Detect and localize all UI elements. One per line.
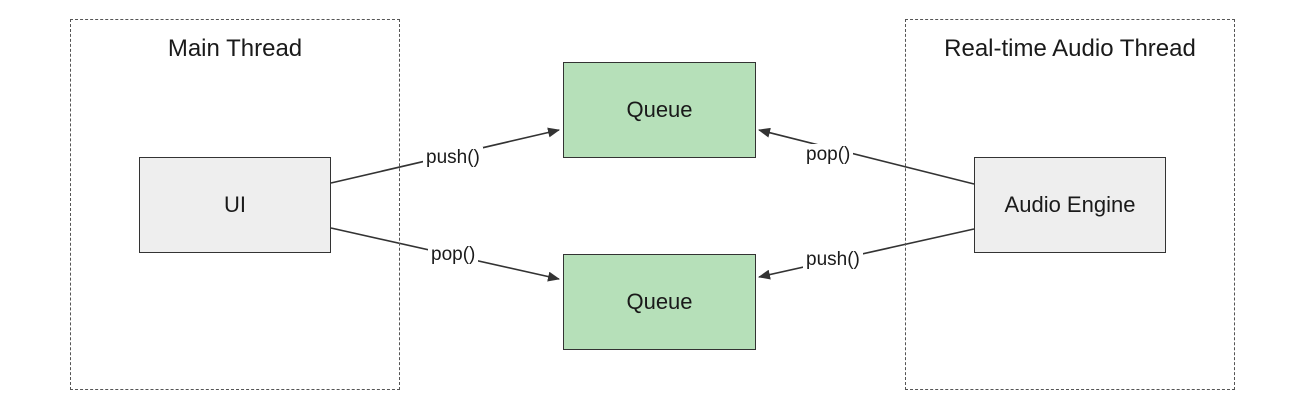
queue-top-node: Queue [563,62,756,158]
audio-thread-group: Real-time Audio Thread [905,19,1235,390]
audio-engine-node: Audio Engine [974,157,1166,253]
edge-label-ui-pop: pop() [428,244,479,266]
queue-top-label: Queue [626,97,693,122]
main-thread-title: Main Thread [167,35,303,62]
edge-engine-to-queue-bottom [758,228,975,280]
audio-engine-label: Audio Engine [1004,192,1136,217]
edge-engine-to-queue-top [758,127,975,185]
audio-thread-title: Real-time Audio Thread [944,35,1196,62]
main-thread-group: Main Thread [70,19,400,390]
queue-bottom-node: Queue [563,254,756,350]
ui-node: UI [139,157,331,253]
queue-bottom-label: Queue [626,289,693,314]
edge-label-engine-push: push() [803,249,863,271]
edge-label-ui-push: push() [423,147,483,169]
edge-label-engine-pop: pop() [803,144,854,166]
ui-node-label: UI [224,192,246,217]
